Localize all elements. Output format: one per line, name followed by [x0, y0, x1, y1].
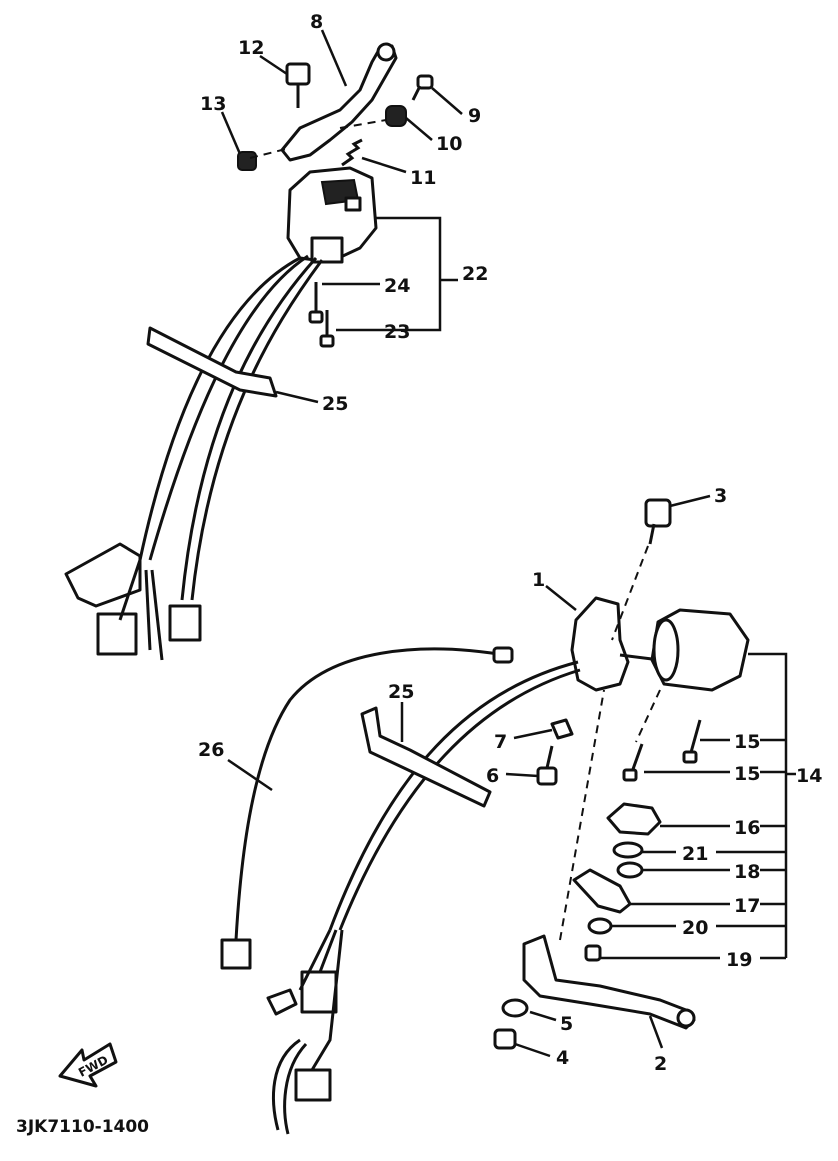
callout-1: 1 — [532, 569, 545, 591]
callout-24: 24 — [384, 275, 410, 297]
bracket-1 — [570, 596, 630, 692]
nut-4 — [493, 1028, 517, 1050]
part-16 — [606, 802, 662, 836]
callout-23: 23 — [384, 321, 410, 343]
callout-4: 4 — [556, 1047, 569, 1069]
lower-wire-harness — [328, 660, 579, 931]
callout-labels: 8 12 13 9 10 11 24 22 23 25 3 1 25 7 6 2… — [198, 11, 822, 1075]
spring-11 — [341, 138, 363, 167]
callout-15b: 15 — [734, 763, 760, 785]
screw-6 — [536, 766, 558, 786]
callout-22: 22 — [462, 263, 488, 285]
washer-18 — [616, 861, 644, 879]
callout-17: 17 — [734, 895, 760, 917]
lower-assembly — [220, 498, 750, 1135]
screw-9 — [416, 74, 434, 90]
lower-connectors — [300, 970, 338, 1014]
callout-26: 26 — [198, 739, 224, 761]
callout-8: 8 — [310, 11, 323, 33]
callout-11: 11 — [410, 167, 436, 189]
lever-8 — [280, 44, 398, 162]
callout-25-lower: 25 — [388, 681, 414, 703]
nut-13 — [237, 151, 257, 171]
diagram-code: 3JK7110-1400 — [16, 1117, 149, 1137]
callout-18: 18 — [734, 861, 760, 883]
bolt-3 — [644, 498, 672, 528]
cable-tie-25-upper — [146, 326, 278, 398]
wire-26 — [234, 647, 511, 941]
callout-6: 6 — [486, 765, 499, 787]
leader-lines — [220, 29, 796, 1058]
callout-10: 10 — [436, 133, 462, 155]
bolt-12 — [285, 62, 311, 86]
callout-9: 9 — [468, 105, 481, 127]
callout-13: 13 — [200, 93, 226, 115]
callout-19: 19 — [726, 949, 752, 971]
callout-3: 3 — [714, 485, 727, 507]
part-19 — [584, 944, 602, 962]
callout-16: 16 — [734, 817, 760, 839]
callout-20: 20 — [682, 917, 708, 939]
collar-10 — [385, 105, 407, 127]
callout-21: 21 — [682, 843, 708, 865]
cable-tie-25-lower — [360, 706, 492, 808]
screw-15a — [688, 719, 702, 757]
callout-12: 12 — [238, 37, 264, 59]
washer-5 — [501, 998, 529, 1018]
callout-14: 14 — [796, 765, 822, 787]
fwd-arrow-icon: FWD — [58, 1042, 118, 1088]
screw-15b — [630, 743, 644, 773]
callout-2: 2 — [654, 1053, 667, 1075]
callout-15a: 15 — [734, 731, 760, 753]
upper-assembly — [64, 42, 434, 661]
callout-5: 5 — [560, 1013, 573, 1035]
lever-2 — [522, 934, 696, 1030]
callout-25-upper: 25 — [322, 393, 348, 415]
upper-connectors — [64, 542, 142, 608]
part-20 — [587, 917, 613, 935]
callout-7: 7 — [494, 731, 507, 753]
washer-21 — [612, 841, 644, 859]
washer-7 — [550, 718, 574, 740]
